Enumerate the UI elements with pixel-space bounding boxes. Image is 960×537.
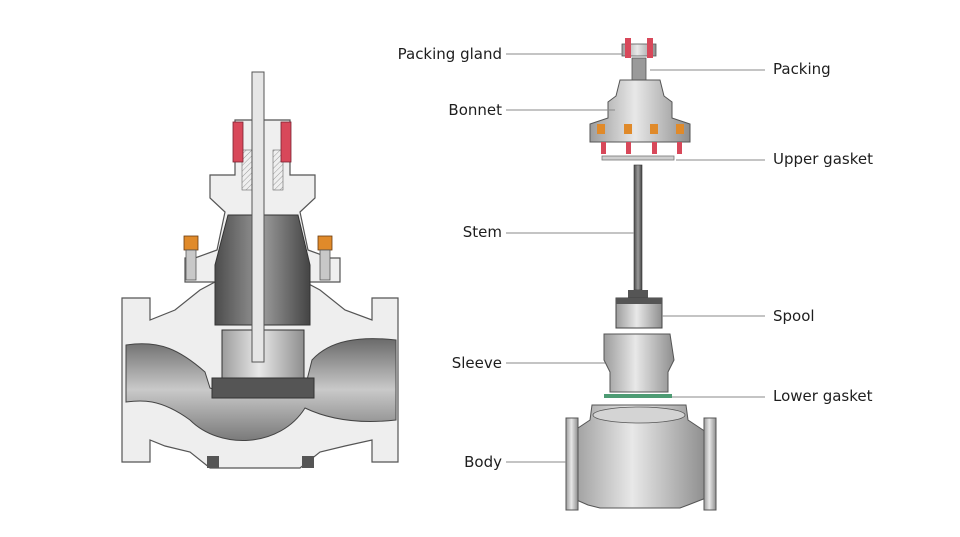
bonnet-part: [589, 79, 691, 143]
label-lower-gasket: Lower gasket: [773, 387, 873, 405]
label-upper-gasket: Upper gasket: [773, 150, 873, 168]
packing-gland-part: [621, 38, 657, 58]
packing-part: [631, 57, 647, 81]
sleeve-part: [603, 333, 675, 393]
stem-part: [633, 164, 643, 291]
lower-gasket-part: [604, 394, 672, 398]
label-body: Body: [464, 453, 502, 471]
body-part: [565, 404, 717, 511]
upper-gasket-part: [601, 155, 675, 161]
stem-section: [251, 71, 265, 363]
flow-passage: [125, 338, 397, 441]
bonnet-bolts-section: [183, 235, 333, 281]
spool-part: [615, 290, 663, 329]
bonnet-bolts: [597, 124, 684, 154]
cross-section-view: [121, 71, 399, 469]
exploded-view: [565, 38, 717, 511]
label-packing-gland: Packing gland: [397, 45, 502, 63]
label-sleeve: Sleeve: [451, 354, 502, 372]
label-stem: Stem: [462, 223, 502, 241]
label-spool: Spool: [773, 307, 815, 325]
leader-lines: [506, 53, 765, 463]
label-packing: Packing: [773, 60, 831, 78]
label-bonnet: Bonnet: [448, 101, 502, 119]
